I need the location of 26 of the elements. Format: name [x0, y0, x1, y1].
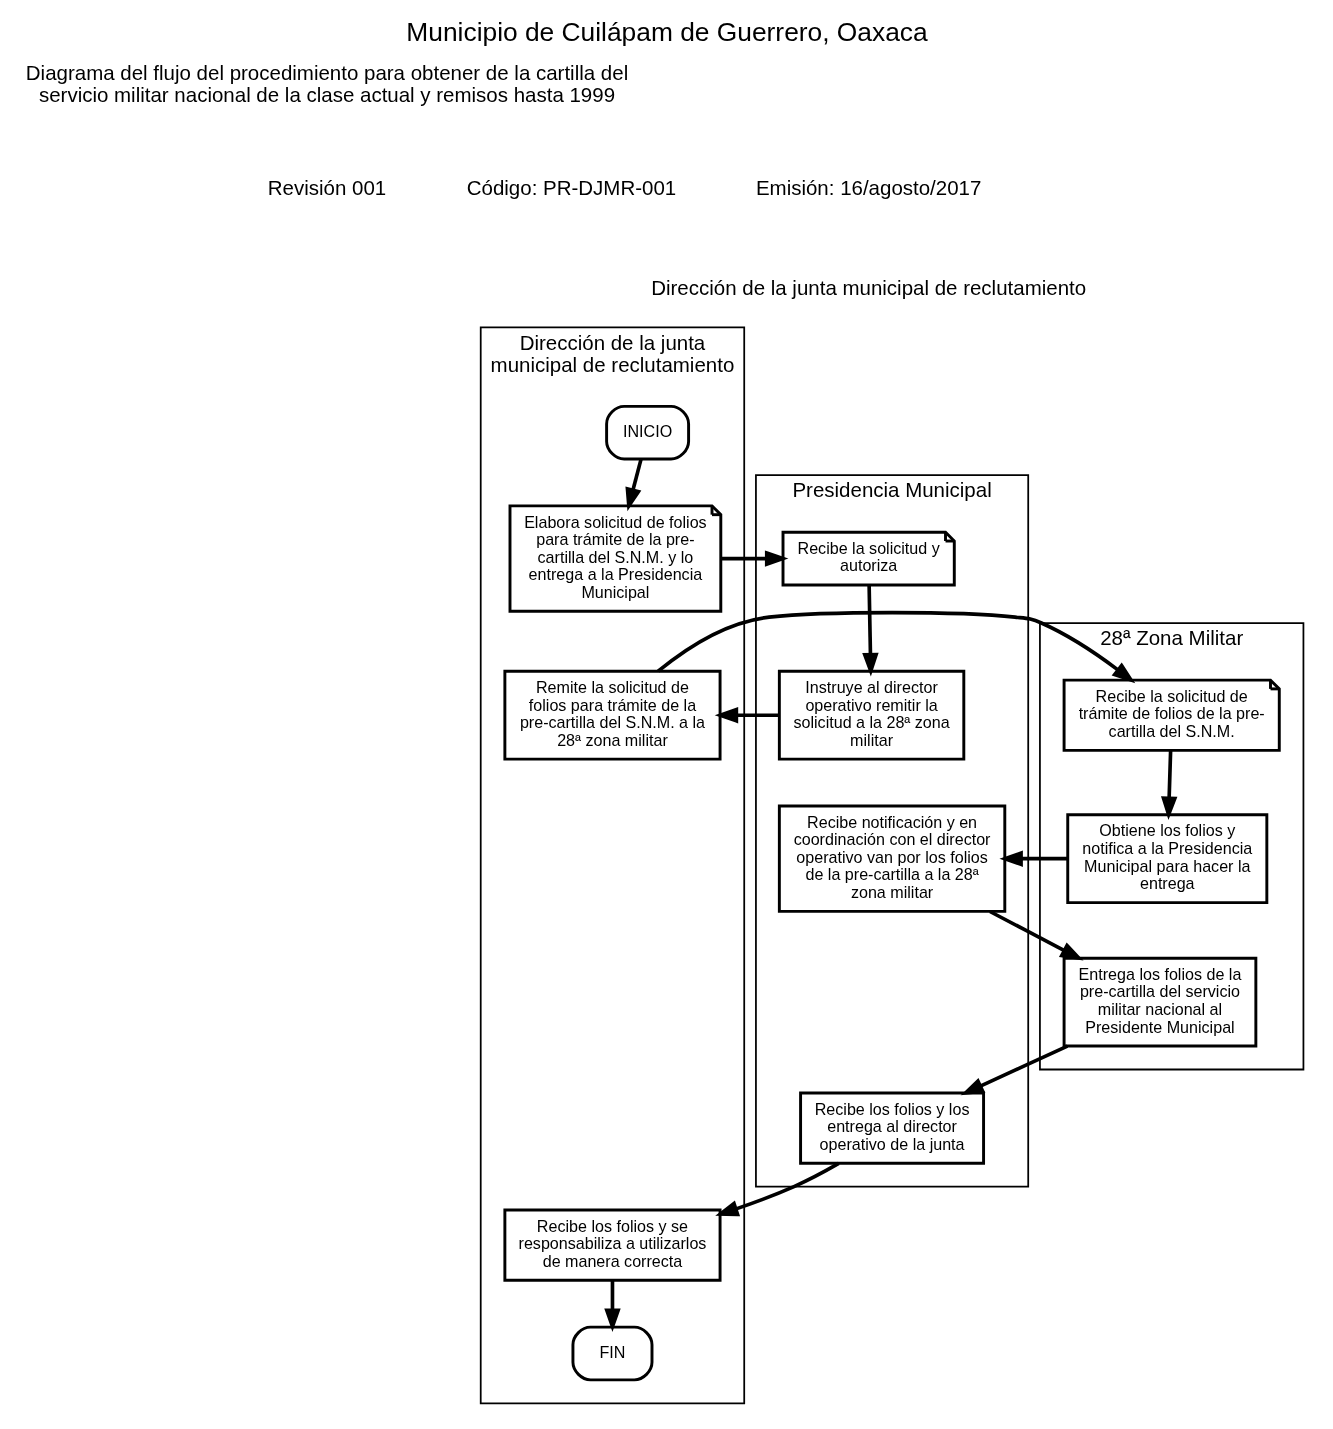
arrow — [656, 610, 1135, 684]
arrow — [720, 550, 788, 567]
label: Código: PR-DJMR-001 — [466, 176, 676, 200]
node-box: Remite la solicitud de folios para trámite de la pre-cartilla del S.N.M. a la 28ª zona militar — [502, 669, 722, 761]
arrow — [861, 585, 879, 677]
arrow — [988, 909, 1084, 961]
node-box: Recibe los folios y los entrega al director operativo de la junta — [798, 1091, 985, 1165]
arrow — [1160, 750, 1177, 820]
node-box: FIN — [570, 1325, 653, 1382]
node-box: Obtiene los folios y notifica a la Presidencia Municipal para hacer la entrega — [1065, 813, 1268, 905]
diagram-title: Municipio de Cuilápam de Guerrero, Oaxaca — [405, 16, 928, 47]
arrow — [960, 1044, 1068, 1096]
arrow — [714, 707, 779, 724]
label: Emisión: 16/agosto/2017 — [755, 176, 981, 200]
label: Revisión 001 — [267, 176, 386, 200]
label: Dirección de la junta municipal de reclutamiento — [650, 275, 1086, 299]
node-box: Instruye al director operativo remitir la solicitud a la 28ª zona militar — [777, 669, 965, 761]
node-box: Entrega los folios de la pre-cartilla del servicio militar nacional al Presidente Municipal — [1062, 956, 1257, 1048]
arrow — [998, 850, 1068, 867]
node-box: INICIO — [604, 404, 690, 461]
arrow — [714, 1161, 840, 1217]
arrow — [603, 1280, 621, 1333]
arrow — [624, 459, 643, 512]
label: Diagrama del flujo del procedimiento para obtener de la cartilla del servicio militar nacional de la clase actual y remisos hasta 1999 — [25, 61, 628, 107]
node-box: Recibe los folios y se responsabiliza a utilizarlos de manera correcta — [502, 1208, 722, 1282]
node-box: Recibe notificación y en coordinación con el director operativo van por los folios de la pre-cartilla a la 28ª zona militar — [777, 804, 1006, 913]
